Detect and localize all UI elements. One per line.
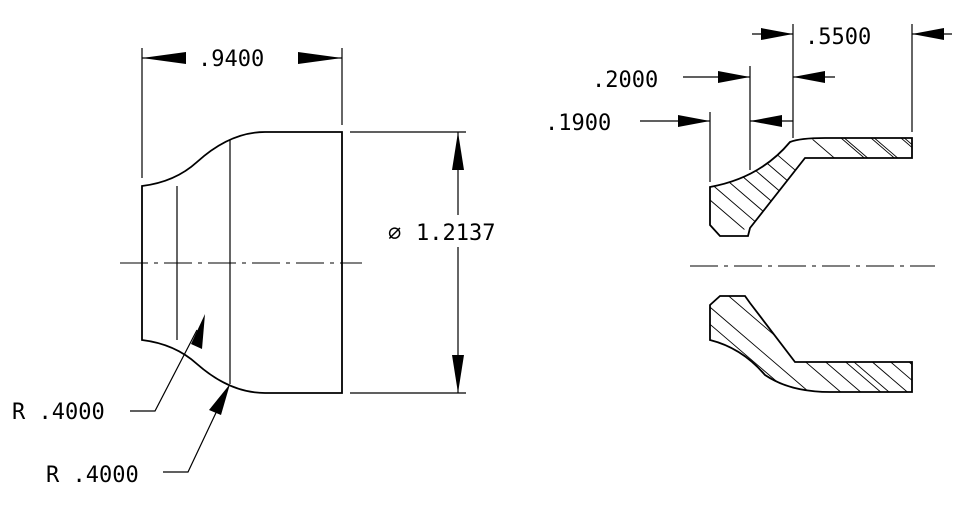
arrow-diameter-bottom: [452, 355, 464, 393]
leader-radius-lower: [163, 399, 223, 473]
section-outline-lower: [709, 295, 913, 393]
section-outline-upper: [709, 137, 913, 237]
part-outline: [141, 131, 343, 394]
arrow-9400-left: [142, 52, 186, 64]
dim-5500-label: .5500: [805, 25, 871, 50]
dim-diameter-label: 1.2137: [416, 221, 495, 246]
arrow-2000-left: [718, 71, 750, 83]
arrow-1900-left: [678, 115, 710, 127]
section-view: .5500 .2000 .1900: [545, 24, 952, 393]
hatching-lower: [710, 296, 912, 392]
arrow-5500-left: [761, 28, 793, 40]
radius-upper-label: R .4000: [12, 400, 105, 425]
dim-9400-label: .9400: [198, 47, 264, 72]
arrow-1900-right: [750, 115, 782, 127]
elevation-view: .9400 ∅ 1.2137 R .4000 R .4000: [12, 47, 495, 488]
arrow-radius-lower: [209, 384, 230, 415]
arrow-2000-right: [793, 71, 825, 83]
diameter-symbol: ∅: [388, 221, 401, 246]
arrow-9400-right: [298, 52, 342, 64]
arrow-5500-right: [912, 28, 944, 40]
radius-lower-label: R .4000: [46, 463, 139, 488]
leader-radius-upper: [130, 329, 198, 412]
dim-2000-label: .2000: [592, 68, 658, 93]
arrow-diameter-top: [452, 132, 464, 170]
dim-1900-label: .1900: [545, 111, 611, 136]
arrow-radius-upper: [191, 314, 205, 349]
